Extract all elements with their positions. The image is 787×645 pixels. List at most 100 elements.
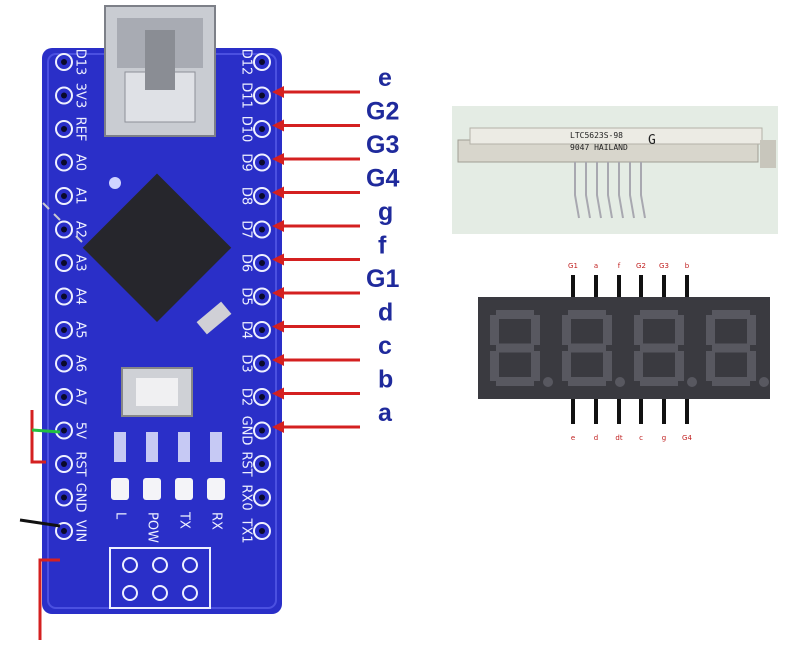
segment-label: c bbox=[378, 332, 392, 360]
svg-text:b: b bbox=[685, 262, 690, 270]
display-top-pin: G3 bbox=[659, 262, 669, 299]
pin-label: GND bbox=[73, 483, 88, 513]
part-origin: 9047 HAILAND bbox=[570, 143, 628, 152]
pin-label: D8 bbox=[239, 187, 254, 205]
svg-text:dt: dt bbox=[615, 434, 622, 442]
connection-d9: G4 bbox=[272, 165, 399, 199]
segment bbox=[712, 310, 750, 319]
segment bbox=[634, 351, 643, 381]
connection-d7: f bbox=[272, 232, 387, 266]
pin-right-d6: D6 bbox=[239, 254, 271, 272]
usb-connector bbox=[105, 6, 215, 136]
part-mark: G bbox=[648, 133, 656, 148]
pin-label: A5 bbox=[73, 321, 88, 338]
pin-right-d5: D5 bbox=[239, 287, 271, 305]
display-bottom-pin: c bbox=[639, 398, 643, 442]
segment bbox=[496, 377, 534, 386]
pin-label: A2 bbox=[73, 221, 88, 238]
segment bbox=[634, 315, 643, 345]
pin-label: REF bbox=[73, 117, 88, 142]
icsp-pin bbox=[183, 558, 197, 572]
pin-label: D11 bbox=[239, 82, 254, 109]
display-top-pin: G2 bbox=[636, 262, 646, 299]
connection-d4: c bbox=[272, 332, 392, 366]
segment bbox=[706, 315, 715, 345]
pin-label: A7 bbox=[73, 388, 88, 405]
pin-right-d3: D3 bbox=[239, 354, 271, 372]
connection-d3: b bbox=[272, 366, 393, 400]
segment bbox=[490, 351, 499, 381]
pin-connections: eG2G3G4 gfG1dcba bbox=[272, 64, 399, 433]
svg-text:f: f bbox=[618, 262, 621, 270]
pin-label: VIN bbox=[73, 520, 88, 542]
segment bbox=[531, 351, 540, 381]
segment bbox=[562, 315, 571, 345]
decimal-point bbox=[543, 377, 553, 387]
display-top-pin: a bbox=[594, 262, 598, 299]
pin-label: D6 bbox=[239, 254, 254, 272]
svg-text:g: g bbox=[662, 434, 666, 442]
pin-label: A0 bbox=[73, 154, 88, 171]
reset-button[interactable] bbox=[122, 368, 192, 416]
segment bbox=[603, 315, 612, 345]
display-bottom-pin: dt bbox=[615, 398, 622, 442]
pin-label: RST bbox=[239, 451, 254, 476]
pin-label: D10 bbox=[239, 116, 254, 143]
segment bbox=[675, 351, 684, 381]
segment bbox=[747, 351, 756, 381]
pin-label: D7 bbox=[239, 220, 254, 238]
connection-d5: d bbox=[272, 299, 393, 333]
segment-label: b bbox=[378, 366, 393, 394]
connection-d2: a bbox=[272, 399, 393, 433]
segment-label: G4 bbox=[366, 165, 399, 193]
segment bbox=[712, 377, 750, 386]
segment bbox=[640, 344, 678, 353]
segment bbox=[603, 351, 612, 381]
svg-text:e: e bbox=[571, 434, 575, 442]
pin-label: D3 bbox=[239, 354, 254, 372]
connection-d12: e bbox=[272, 64, 392, 98]
pin-label: GND bbox=[239, 416, 254, 446]
segment-label: g bbox=[378, 198, 393, 226]
segment bbox=[712, 344, 750, 353]
pin-right-d9: D9 bbox=[239, 153, 271, 171]
display-bottom-pin: g bbox=[662, 398, 666, 442]
segment bbox=[640, 377, 678, 386]
svg-text:d: d bbox=[594, 434, 598, 442]
segment-label: G2 bbox=[366, 98, 399, 126]
segment-label: G3 bbox=[366, 131, 399, 159]
display-bottom-pin: e bbox=[571, 398, 575, 442]
icsp-pin bbox=[183, 586, 197, 600]
connection-d6: G1 bbox=[272, 265, 399, 299]
segment bbox=[568, 310, 606, 319]
svg-text:a: a bbox=[594, 262, 598, 270]
arduino-nano-board: D133V3REFA0A1A2A3A4A5A6A75VRSTGNDVIN D12… bbox=[42, 6, 282, 614]
pin-label: D13 bbox=[73, 49, 88, 76]
segment bbox=[496, 344, 534, 353]
connection-d10: G3 bbox=[272, 131, 399, 165]
svg-text:G2: G2 bbox=[636, 262, 646, 270]
led-label: L bbox=[113, 512, 128, 520]
led-label: TX bbox=[177, 511, 192, 529]
pin-label: D12 bbox=[239, 49, 254, 76]
display-bottom-pin: d bbox=[594, 398, 598, 442]
connection-d8: g bbox=[272, 198, 393, 232]
pin-label: A1 bbox=[73, 187, 88, 204]
segment bbox=[568, 344, 606, 353]
pin-right-d7: D7 bbox=[239, 220, 271, 238]
led-label: POW bbox=[145, 512, 160, 543]
display-top-pin: b bbox=[685, 262, 690, 299]
pin-label: D4 bbox=[239, 321, 254, 339]
segment bbox=[531, 315, 540, 345]
pin-label: TX1 bbox=[239, 517, 254, 543]
icsp-pin bbox=[153, 586, 167, 600]
segment bbox=[568, 377, 606, 386]
icsp-pin bbox=[123, 558, 137, 572]
seven-segment-display: G1afG2G3beddtcgG4 bbox=[478, 262, 770, 442]
segment bbox=[562, 351, 571, 381]
pin-label: A6 bbox=[73, 355, 88, 372]
segment-label: f bbox=[378, 232, 387, 260]
svg-text:G4: G4 bbox=[682, 434, 692, 442]
led-label: RX bbox=[209, 512, 224, 530]
